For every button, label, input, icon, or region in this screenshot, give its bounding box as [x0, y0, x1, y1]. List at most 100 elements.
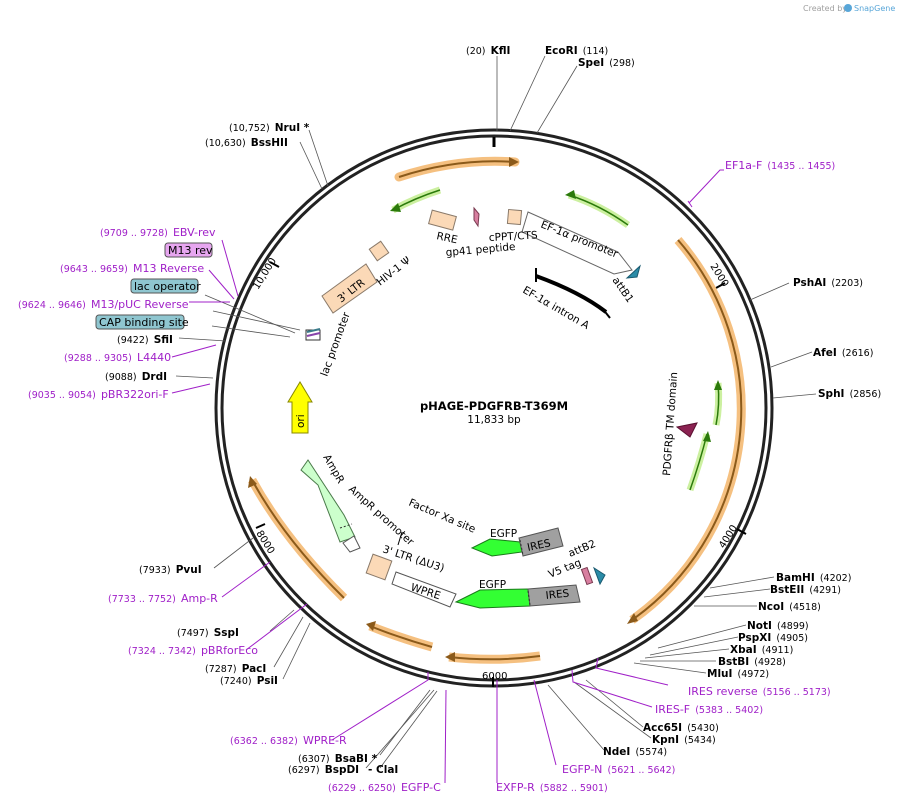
- site-nrui: (10,752) NruI *: [229, 116, 310, 135]
- site-sspi: (7497) SspI: [177, 621, 239, 640]
- label-attb1: attB1: [610, 275, 636, 305]
- primer-egfp-c: (6229 .. 6250) EGFP-C: [328, 776, 441, 795]
- tick-4000: [736, 528, 747, 535]
- label-ires-top: IRES: [526, 537, 552, 554]
- tm-domain-marker: [675, 422, 698, 438]
- label-ori: ori: [295, 414, 307, 428]
- site-paci: (7287) PacI: [205, 657, 266, 676]
- cppt-box: [506, 208, 523, 226]
- site-bsabi: (6307) BsaBI *: [298, 747, 378, 766]
- gp41-peptide-marker: [473, 206, 480, 228]
- 3ltr-du3-box: [365, 553, 393, 581]
- credit-brand: SnapGene: [854, 4, 895, 13]
- tick-label-6000: 6000: [482, 671, 507, 682]
- primer-m13-reverse: (9643 .. 9659) M13 Reverse: [60, 257, 204, 276]
- lac-operator-box: [130, 278, 199, 294]
- site-bsshii: (10,630) BssHII: [205, 131, 288, 150]
- m13-rev-box: [164, 242, 213, 258]
- lac-operator-label: lac operator: [134, 280, 201, 293]
- ampr-arrow: [300, 459, 356, 543]
- snapgene-logo-icon: [844, 4, 852, 12]
- label-hiv1-psi: HIV-1 Ψ: [374, 255, 413, 289]
- label-factor-xa: Factor Xa site: [407, 497, 477, 536]
- site-mlui: MluI (4972): [707, 662, 769, 681]
- rre-box: [427, 209, 457, 231]
- label-tm-domain: PDGFRβ TM domain: [661, 372, 680, 477]
- attb1-marker: [625, 264, 641, 279]
- primer-m13-puc-reverse: (9624 .. 9646) M13/pUC Reverse: [18, 293, 189, 312]
- label-ef1a-intron: EF-1α intron A: [521, 284, 592, 332]
- label-rre: RRE: [435, 230, 458, 246]
- 3ltr-box: [321, 263, 378, 314]
- primer-wpre-r: (6362 .. 6382) WPRE-R: [230, 729, 347, 748]
- primer-ires-f: IRES-F (5383 .. 5402): [655, 698, 763, 717]
- site-acc65i: Acc65I (5430): [643, 716, 719, 735]
- label-cppt-cts: cPPT/CTS: [489, 229, 539, 244]
- tick-10000: [269, 261, 280, 268]
- hiv1-psi-box: [368, 240, 390, 262]
- wpre-box: [391, 571, 457, 608]
- credit-text: Created by: [803, 4, 847, 13]
- site-drdi: (9088) DrdI: [105, 365, 167, 384]
- site-sphi: SphI (2856): [818, 382, 881, 401]
- primer-ebv-rev: (9709 .. 9728) EBV-rev: [100, 221, 216, 240]
- label-egfp-bottom: EGFP: [479, 579, 506, 591]
- label-ampr: AmpR: [320, 453, 346, 486]
- site-kpni: KpnI (5434): [652, 728, 716, 747]
- ires-box-top: [518, 527, 564, 557]
- site-psii: (7240) PsiI: [220, 669, 278, 688]
- plasmid-name: pHAGE-PDGFRB-T369M: [420, 399, 568, 413]
- primer-ires-reverse: IRES reverse (5156 .. 5173): [688, 680, 831, 699]
- site-bamhi: BamHI (4202): [776, 566, 851, 585]
- site-bstbi: BstBI (4928): [718, 650, 786, 669]
- primer-pbr322ori-f: (9035 .. 9054) pBR322ori-F: [28, 383, 169, 402]
- label-wpre: WPRE: [409, 581, 442, 602]
- site-ncoi: NcoI (4518): [758, 595, 821, 614]
- site-spei: SpeI (298): [578, 51, 635, 70]
- site-clai: - ClaI: [368, 764, 398, 776]
- site-bspdi: (6297) BspDI: [288, 758, 359, 777]
- primer-leader-lines: [171, 169, 724, 784]
- plasmid-size: 11,833 bp: [467, 414, 521, 426]
- green-arcs: [390, 186, 723, 492]
- primer-l4440: (9288 .. 9305) L4440: [64, 346, 171, 365]
- ef1a-promoter-arrow: [521, 211, 633, 275]
- egfp-arrow-bottom: [454, 588, 531, 609]
- site-pshai: PshAI (2203): [793, 271, 863, 290]
- label-ampr-promoter: AmpR promoter: [346, 483, 417, 548]
- cap-binding-site-box: [95, 314, 185, 330]
- site-kfli: (20) KflI: [466, 39, 510, 58]
- label-v5-tag: V5 tag: [547, 557, 583, 581]
- label-3ltr-du3: 3' LTR (ΔU3): [381, 543, 446, 574]
- primer-amp-r: (7733 .. 7752) Amp-R: [108, 587, 218, 606]
- ori-arrow: [287, 381, 313, 434]
- v5-tag-marker: [580, 566, 594, 586]
- site-sfii: (9422) SfiI: [117, 328, 173, 347]
- primer-egfp-n: EGFP-N (5621 .. 5642): [562, 758, 675, 777]
- label-ires-bottom: IRES: [545, 588, 570, 602]
- tick-8000: [255, 523, 266, 529]
- site-ecori: EcoRI (114): [545, 39, 608, 58]
- site-leader-lines: [175, 55, 817, 769]
- m13-rev-label: M13 rev: [168, 244, 213, 257]
- site-pvui: (7933) PvuI: [139, 558, 202, 577]
- site-pspxi: PspXI (4905): [738, 626, 808, 645]
- label-attb2: attB2: [567, 538, 598, 560]
- site-afei: AfeI (2616): [813, 341, 873, 360]
- site-xbai: XbaI (4911): [730, 638, 793, 657]
- site-bsteii: BstEII (4291): [770, 578, 841, 597]
- label-lac-promoter: lac promoter: [319, 310, 353, 378]
- attb2-marker: [593, 566, 606, 586]
- tick-2000: [715, 282, 726, 289]
- orf-arcs: [248, 156, 746, 664]
- cap-binding-site-label: CAP binding site: [99, 316, 189, 329]
- primer-pbrforeco: (7324 .. 7342) pBRforEco: [128, 639, 258, 658]
- primer-exfp-r: EXFP-R (5882 .. 5901): [496, 776, 608, 795]
- ampr-promoter-marker: [342, 535, 361, 553]
- label-egfp-top: EGFP: [490, 528, 517, 540]
- feature-shapes: [287, 206, 698, 609]
- egfp-arrow-top: [470, 538, 523, 557]
- ef1a-intron-bar: [535, 274, 608, 314]
- site-ndei: NdeI (5574): [603, 740, 667, 759]
